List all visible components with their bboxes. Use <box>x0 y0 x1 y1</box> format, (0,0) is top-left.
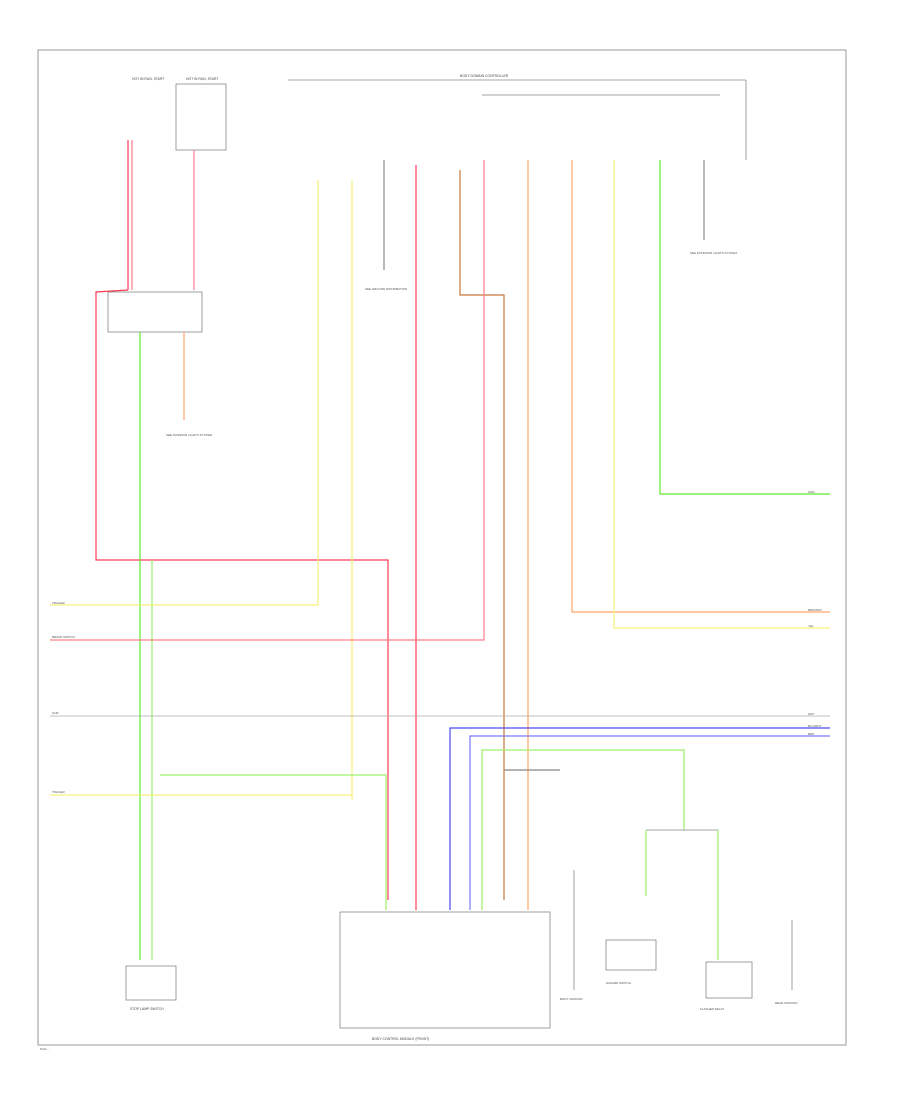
label-trailer2: TRAILER <box>52 790 66 794</box>
flasher-box <box>705 961 753 999</box>
labels: HOT IN RUN, START HOT IN RUN, START BODY… <box>40 74 822 1051</box>
label-flasher: FLASHER RELAY <box>700 1007 724 1011</box>
hazard-box <box>605 939 657 971</box>
diagram-frame <box>37 49 847 1046</box>
top-left-fuse-group <box>95 83 389 960</box>
lower-bus <box>50 715 830 910</box>
label-right-2: BRN/WHT <box>808 608 822 612</box>
label-footer: M-KL... <box>40 1047 50 1051</box>
label-right-5: BLU/WHT <box>808 724 822 728</box>
label-right-4: GRY <box>808 712 814 716</box>
wire-green-switch <box>160 774 387 910</box>
label-rear-ground: REAR GROUND <box>775 1001 798 1005</box>
wire-red-3 <box>50 160 485 641</box>
wire-brown <box>459 170 505 900</box>
stop-lamp-box <box>125 965 177 1001</box>
label-hot-right: HOT IN RUN, START <box>186 77 218 81</box>
fuse-box-left <box>175 83 227 151</box>
control-module-box <box>339 911 551 1029</box>
label-ground-box: SEE GROUND DISTRIBUTION <box>365 287 407 291</box>
label-right-6: BRN <box>808 732 814 736</box>
label-stop-lamp: STOP LAMP SWITCH <box>130 1007 164 1011</box>
label-trailer: TRAILER <box>52 601 66 605</box>
label-right-1: GRN <box>808 490 815 494</box>
wire-orange-1 <box>50 180 319 606</box>
wire-orange-4 <box>571 160 830 613</box>
label-ground-1: BODY GROUND <box>560 997 583 1001</box>
label-right-3: YEL <box>808 624 814 628</box>
label-exterior: SEE EXTERIOR LIGHTS SYSTEM <box>690 251 738 255</box>
label-bus-header: BODY DOMAIN CONTROLLER <box>460 74 509 78</box>
bottom-components <box>125 829 793 1029</box>
wire-red-bend <box>95 289 389 900</box>
label-brake: BRAKE SWITCH <box>52 635 75 639</box>
stop-switch-box <box>107 291 203 333</box>
wire-blue <box>449 727 830 910</box>
label-hot-left: HOT IN RUN, START <box>132 77 164 81</box>
wire-green-right <box>659 160 830 495</box>
top-right-wires <box>50 79 830 910</box>
wire-blue-2 <box>469 735 830 910</box>
label-interior: SEE INTERIOR LIGHTS SYSTEM <box>166 433 213 437</box>
label-gnd: GND <box>52 711 60 715</box>
wire-yellow-3 <box>613 160 830 629</box>
label-module: BODY CONTROL MODULE (FRONT) <box>372 1037 429 1041</box>
wire-green-loop <box>481 749 685 910</box>
label-hazard: HAZARD SWITCH <box>606 981 631 985</box>
